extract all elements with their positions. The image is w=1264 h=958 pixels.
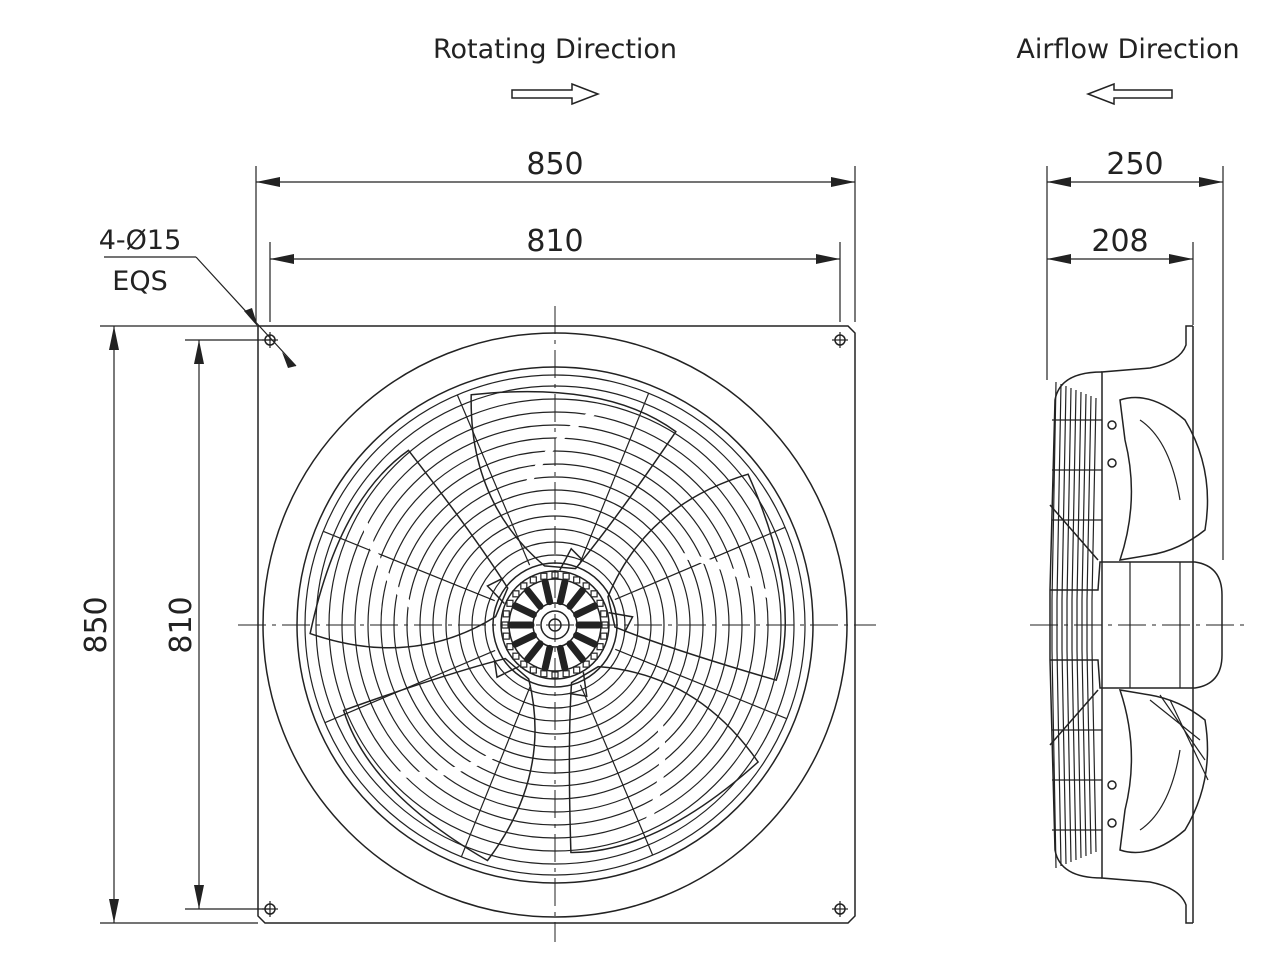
- finger-guard-spokes: [322, 392, 788, 858]
- guard-spoke: [579, 684, 654, 856]
- guard-spoke: [615, 648, 788, 720]
- guard-spoke: [322, 530, 495, 602]
- fan-blade: [568, 665, 760, 854]
- mounting-holes: [262, 332, 848, 917]
- dim-850-left: 850: [79, 596, 114, 653]
- mounting-hole-top-right: [832, 332, 848, 348]
- dim-810-top: 810: [526, 224, 583, 259]
- guard-spoke: [456, 394, 531, 566]
- fan-blade: [607, 473, 787, 682]
- mounting-hole-bottom-right: [832, 901, 848, 917]
- dimension-front-width-810: 810: [269, 224, 841, 322]
- rotating-direction-arrow: [511, 82, 601, 106]
- airflow-direction-arrow: [1085, 82, 1173, 106]
- mounting-hole-bottom-left: [262, 901, 278, 917]
- fan-blade: [470, 390, 677, 571]
- fan-blades: [309, 390, 787, 862]
- dim-850-top: 850: [526, 147, 583, 182]
- dim-810-left: 810: [164, 596, 199, 653]
- dim-250: 250: [1106, 147, 1163, 182]
- side-blade-upper: [1118, 396, 1209, 561]
- square-mounting-frame: [257, 325, 856, 924]
- dimension-front-width-850: 850: [255, 147, 856, 322]
- fan-side-view: [1030, 325, 1245, 924]
- rotating-direction-label: Rotating Direction: [433, 34, 677, 65]
- mounting-hole-callout: 4-Ø15 EQS: [99, 225, 297, 368]
- dimension-front-height-810: 810: [164, 339, 270, 910]
- fan-blade: [309, 449, 509, 649]
- dimension-side-depth-250: 250: [1046, 147, 1224, 560]
- dimension-front-height-850: 850: [79, 325, 258, 924]
- dimension-side-depth-208: 208: [1047, 224, 1194, 325]
- side-blade-lower: [1118, 689, 1209, 854]
- fan-front-view: [238, 306, 876, 942]
- hole-note-size: 4-Ø15: [99, 225, 182, 256]
- fan-blade: [342, 657, 536, 862]
- side-finger-guard: [1049, 381, 1102, 869]
- airflow-direction-label: Airflow Direction: [1016, 34, 1239, 65]
- hole-note-eqs: EQS: [112, 266, 167, 297]
- dim-208: 208: [1091, 224, 1148, 259]
- guard-spoke: [614, 526, 786, 601]
- mounting-hole-top-left: [262, 332, 278, 348]
- guard-spoke: [578, 392, 650, 565]
- guard-spoke: [460, 685, 532, 858]
